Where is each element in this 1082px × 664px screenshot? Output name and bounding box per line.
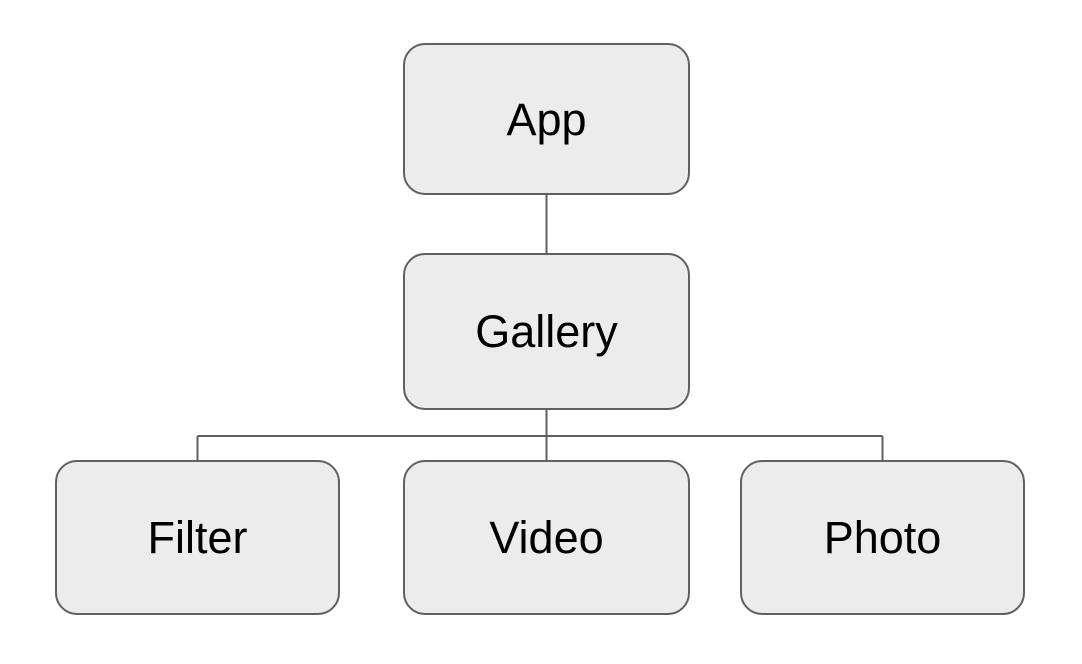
node-photo: Photo [740,460,1025,615]
node-video: Video [403,460,690,615]
node-filter-label: Filter [147,512,248,563]
node-app-label: App [506,93,587,145]
node-gallery: Gallery [403,253,690,410]
node-video-label: Video [489,512,604,563]
node-app: App [403,43,690,195]
node-photo-label: Photo [823,512,942,563]
node-gallery-label: Gallery [475,306,618,357]
node-filter: Filter [55,460,340,615]
